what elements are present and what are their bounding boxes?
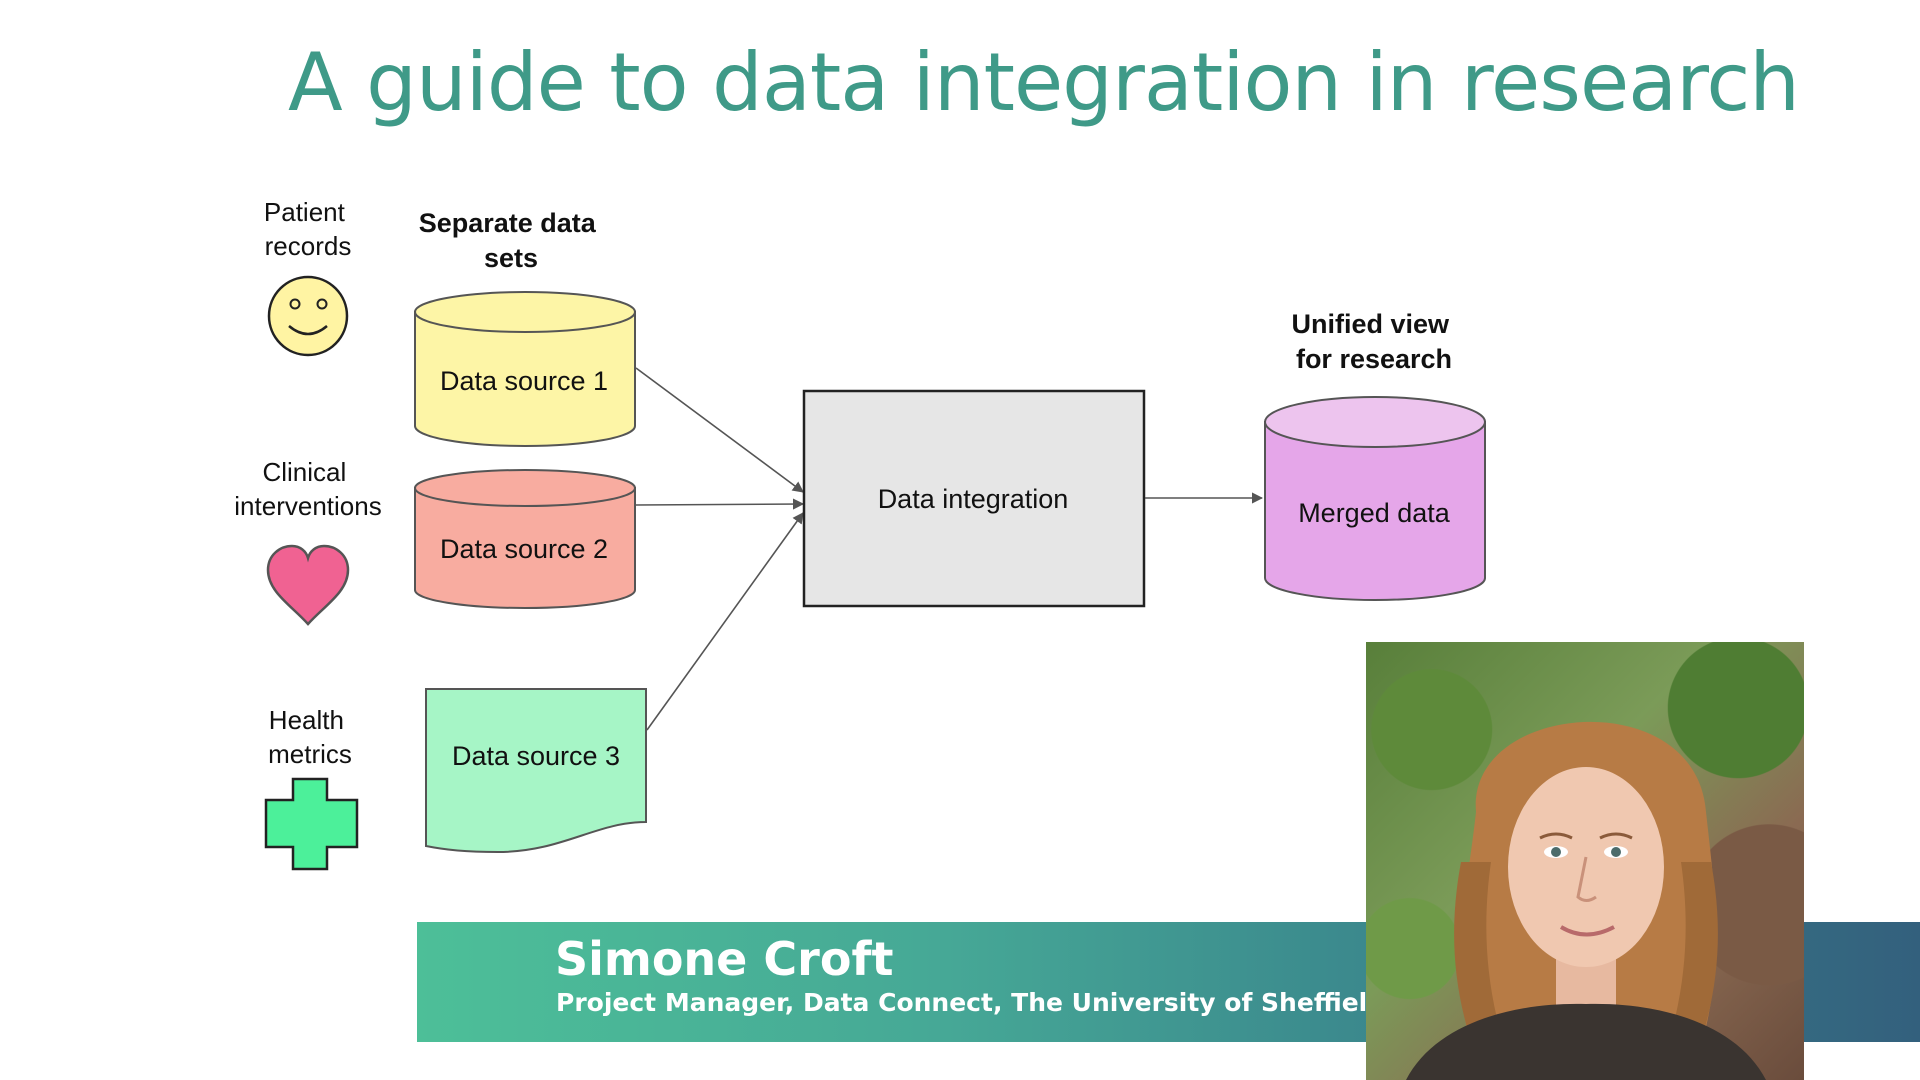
- merged-data-label: Merged data: [1298, 498, 1451, 528]
- input-label-clinical-interventions: Clinical interventions: [234, 457, 381, 521]
- input-label-health-metrics: Health metrics: [268, 705, 352, 769]
- medical-cross-icon: [264, 777, 359, 871]
- data-integration-box: Data integration: [802, 389, 1146, 608]
- merged-data-cylinder: Merged data: [1264, 396, 1486, 601]
- unified-view-header: Unified view for research: [1291, 309, 1456, 374]
- speaker-name: Simone Croft: [555, 932, 894, 986]
- heart-icon: [266, 544, 350, 626]
- data-integration-label: Data integration: [878, 484, 1069, 514]
- data-source-3-label: Data source 3: [452, 741, 620, 771]
- smiley-face-icon: [267, 275, 349, 357]
- data-source-3-document: Data source 3: [425, 688, 647, 854]
- data-source-1-label: Data source 1: [440, 366, 608, 396]
- speaker-photo: [1366, 642, 1804, 1080]
- arrow-source-1-to-integration: [635, 367, 804, 493]
- page-title: A guide to data integration in research: [288, 36, 1800, 129]
- arrow-source-2-to-integration: [635, 498, 805, 510]
- data-source-2-label: Data source 2: [440, 534, 608, 564]
- speaker-role: Project Manager, Data Connect, The Unive…: [556, 988, 1386, 1017]
- arrow-source-3-to-integration: [646, 512, 804, 731]
- input-label-patient-records: Patient records: [264, 197, 352, 261]
- data-source-1-cylinder: Data source 1: [414, 291, 636, 447]
- data-source-2-cylinder: Data source 2: [414, 469, 636, 609]
- separate-data-sets-header: Separate data sets: [419, 208, 604, 273]
